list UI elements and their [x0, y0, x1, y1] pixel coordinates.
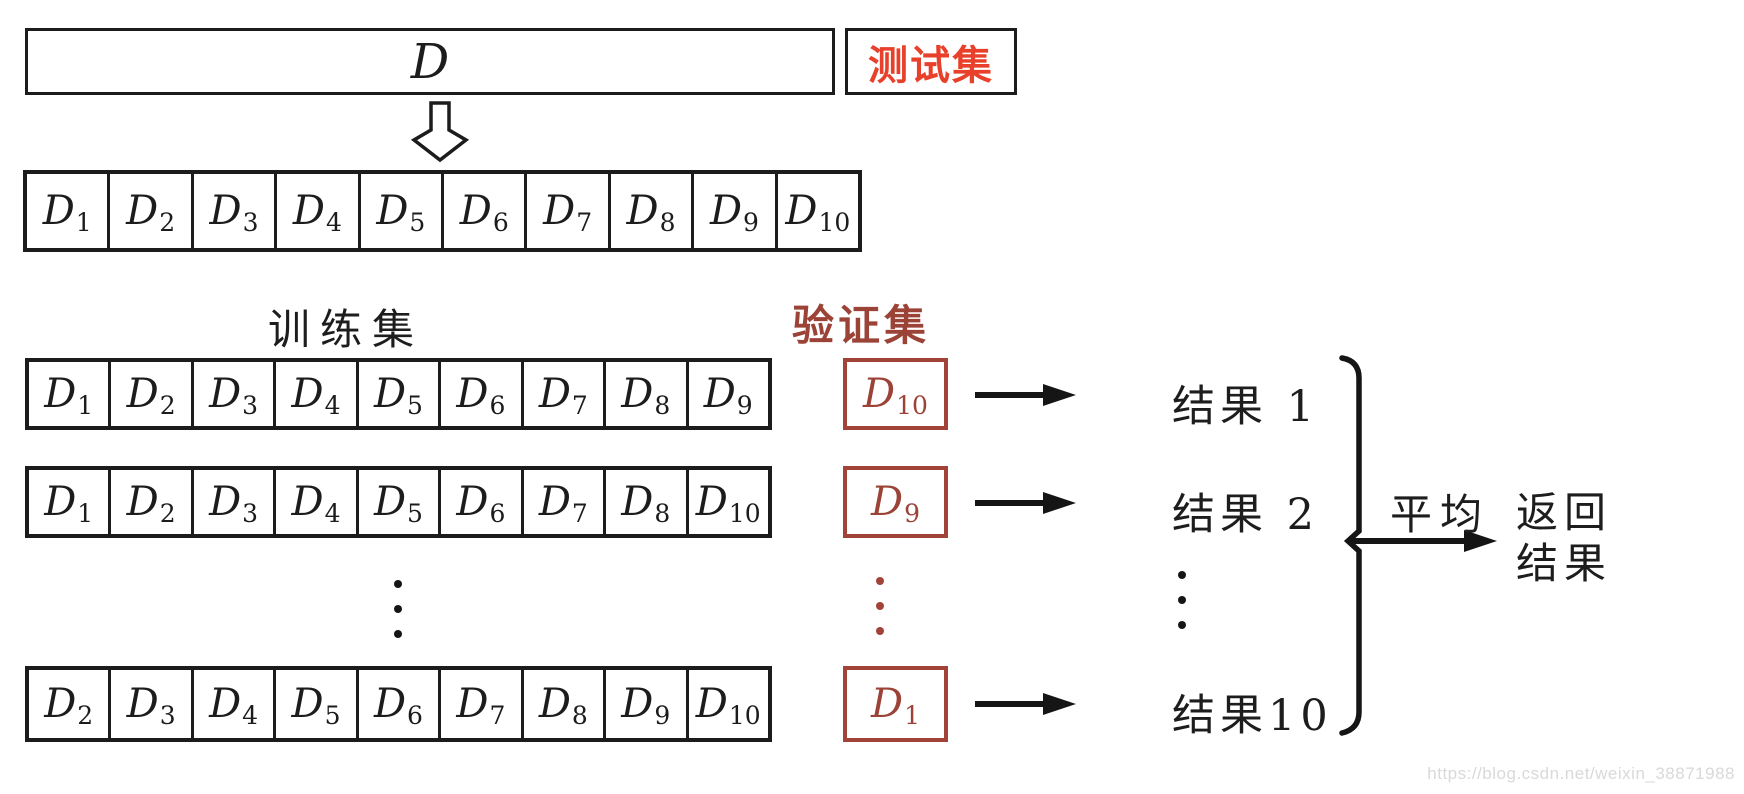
watermark-url: https://blog.csdn.net/weixin_38871988	[1427, 764, 1735, 783]
fold2-result-label: 结果 2	[1172, 490, 1320, 540]
dataset-d-box: D	[25, 28, 835, 95]
fold10-result-label: 结果10	[1172, 691, 1333, 741]
split-down-arrow-icon	[410, 101, 470, 163]
training-set-label: 训练集	[268, 305, 425, 354]
training-vertical-ellipsis	[394, 580, 402, 638]
return-result-label: 返回 结果	[1516, 487, 1612, 589]
results-brace	[1339, 355, 1362, 736]
fold2-arrow-icon	[975, 492, 1076, 514]
test-set-box: 测试集	[845, 28, 1017, 95]
fold10-arrow-icon	[975, 693, 1076, 715]
validation-set-label: 验证集	[792, 302, 931, 349]
result-vertical-ellipsis	[1178, 571, 1186, 629]
validation-vertical-ellipsis	[876, 577, 884, 635]
return-result-line2: 结果	[1516, 539, 1613, 589]
average-label: 平均	[1390, 490, 1491, 539]
dataset-d-label: D	[410, 33, 450, 90]
test-set-label: 测试集	[868, 43, 994, 88]
average-arrow-icon	[1350, 530, 1497, 552]
return-result-line1: 返回	[1516, 488, 1613, 537]
fold1-result-label: 结果 1	[1172, 382, 1320, 432]
fold1-arrow-icon	[975, 384, 1076, 406]
